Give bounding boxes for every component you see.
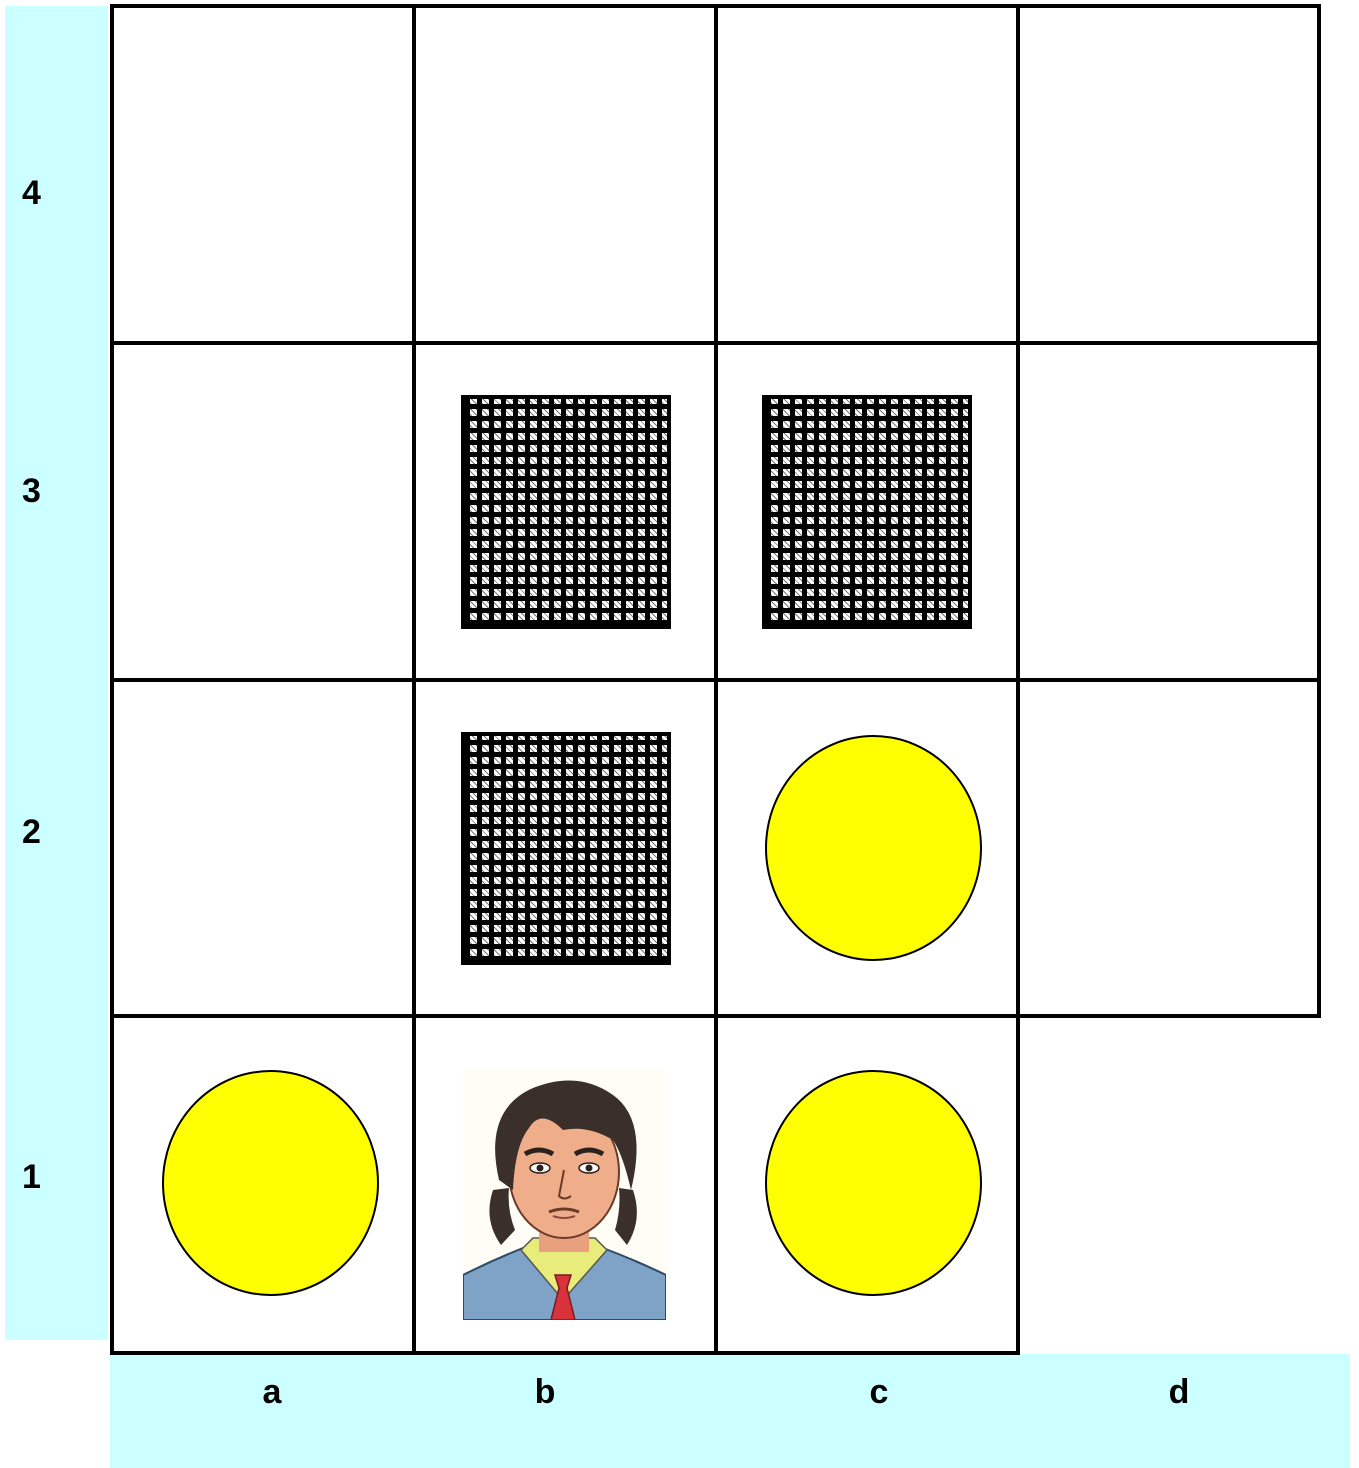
- rank-label-1: 1: [22, 1160, 41, 1194]
- square-a3[interactable]: [110, 341, 416, 682]
- wall-block-c3: [762, 395, 972, 629]
- gold-coin-c1: [765, 1070, 982, 1296]
- rank-label-3: 3: [22, 474, 41, 508]
- square-a2[interactable]: [110, 678, 416, 1018]
- square-d4[interactable]: [1016, 4, 1321, 345]
- file-label-strip: [110, 1354, 1350, 1468]
- rank-label-strip: [5, 6, 108, 1340]
- square-c4[interactable]: [714, 4, 1020, 345]
- gold-coin-c2: [765, 735, 982, 961]
- square-d2[interactable]: [1016, 678, 1321, 1018]
- square-d3[interactable]: [1016, 341, 1321, 682]
- wall-block-b2: [461, 732, 671, 965]
- agent-portrait: [463, 1070, 666, 1320]
- rank-label-2: 2: [22, 815, 41, 849]
- square-a4[interactable]: [110, 4, 416, 345]
- file-label-b: b: [535, 1375, 556, 1409]
- file-label-c: c: [870, 1375, 889, 1409]
- file-label-d: d: [1169, 1375, 1190, 1409]
- file-label-a: a: [263, 1375, 282, 1409]
- rank-label-4: 4: [22, 176, 41, 210]
- square-b4[interactable]: [412, 4, 718, 345]
- wall-block-b3: [461, 395, 671, 629]
- agent-face-icon: [463, 1070, 666, 1320]
- gold-coin-a1: [162, 1070, 379, 1296]
